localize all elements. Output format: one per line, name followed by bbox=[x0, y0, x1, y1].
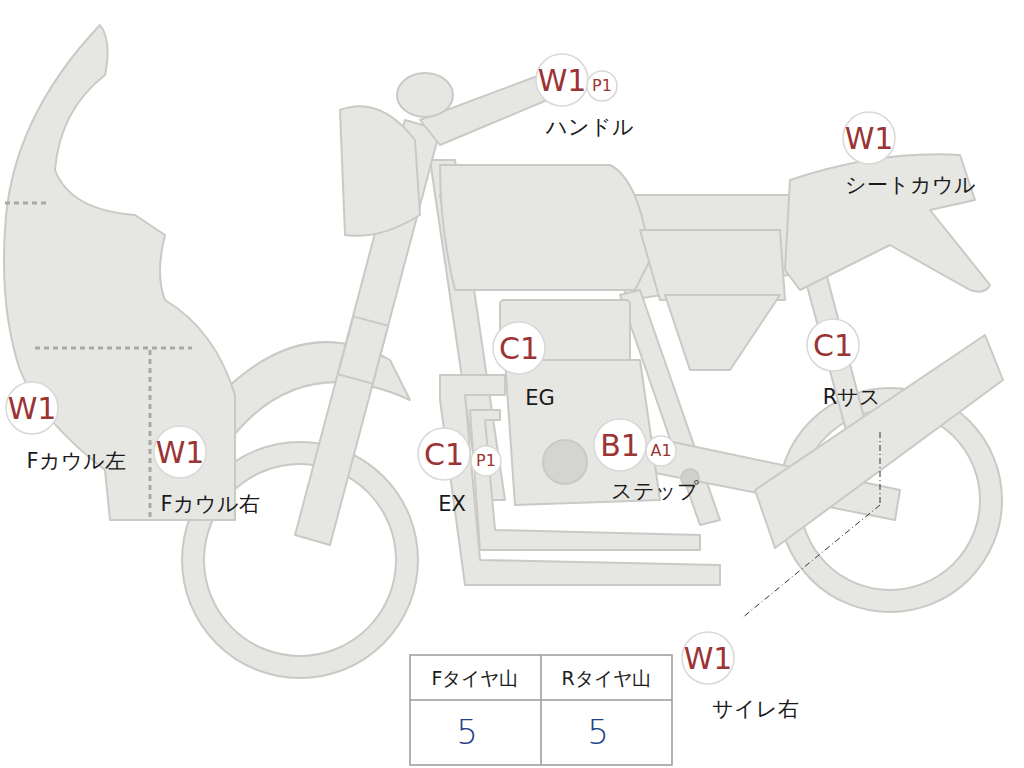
callout-code: W1 bbox=[538, 64, 587, 97]
callout-code: C1 bbox=[424, 438, 464, 471]
part-name: ステップ bbox=[611, 480, 699, 503]
side-cover bbox=[665, 295, 780, 370]
leader-line bbox=[742, 432, 880, 618]
part-name: Fカウル左 bbox=[26, 450, 125, 473]
part-name: ハンドル bbox=[546, 116, 634, 139]
callout-code: P1 bbox=[476, 452, 496, 470]
engine-cover bbox=[543, 440, 587, 484]
mirror bbox=[397, 73, 453, 117]
table-value: 5 bbox=[587, 714, 609, 751]
callout-code: B1 bbox=[600, 429, 640, 462]
callout-code: C1 bbox=[499, 332, 539, 365]
callout-code: P1 bbox=[592, 77, 612, 95]
part-name: シートカウル bbox=[845, 174, 976, 197]
table-header: Rタイヤ山 bbox=[561, 668, 650, 689]
seat-cowl bbox=[785, 154, 990, 291]
callout-code: C1 bbox=[813, 329, 853, 362]
seat bbox=[640, 230, 785, 300]
part-name: EG bbox=[525, 387, 555, 410]
callout-code: A1 bbox=[650, 442, 671, 460]
part-name: EX bbox=[438, 493, 466, 516]
fork-cover bbox=[338, 316, 388, 383]
tread-table bbox=[410, 655, 672, 765]
muffler bbox=[755, 335, 1003, 548]
callout-code: W1 bbox=[8, 392, 57, 425]
callout-code: W1 bbox=[845, 122, 894, 155]
table-header: Fタイヤ山 bbox=[432, 668, 519, 689]
fuel-tank bbox=[440, 165, 650, 290]
callout-code: W1 bbox=[156, 436, 205, 469]
meter bbox=[340, 106, 420, 236]
exhaust-pipe bbox=[440, 375, 720, 585]
part-name: Fカウル右 bbox=[160, 493, 259, 516]
part-name: サイレ右 bbox=[712, 698, 799, 721]
part-name: Rサス bbox=[823, 386, 882, 409]
front-cowl bbox=[4, 25, 235, 520]
exhaust-pipe-2 bbox=[470, 410, 700, 550]
callout-code: W1 bbox=[684, 642, 733, 675]
table-value: 5 bbox=[456, 714, 478, 751]
